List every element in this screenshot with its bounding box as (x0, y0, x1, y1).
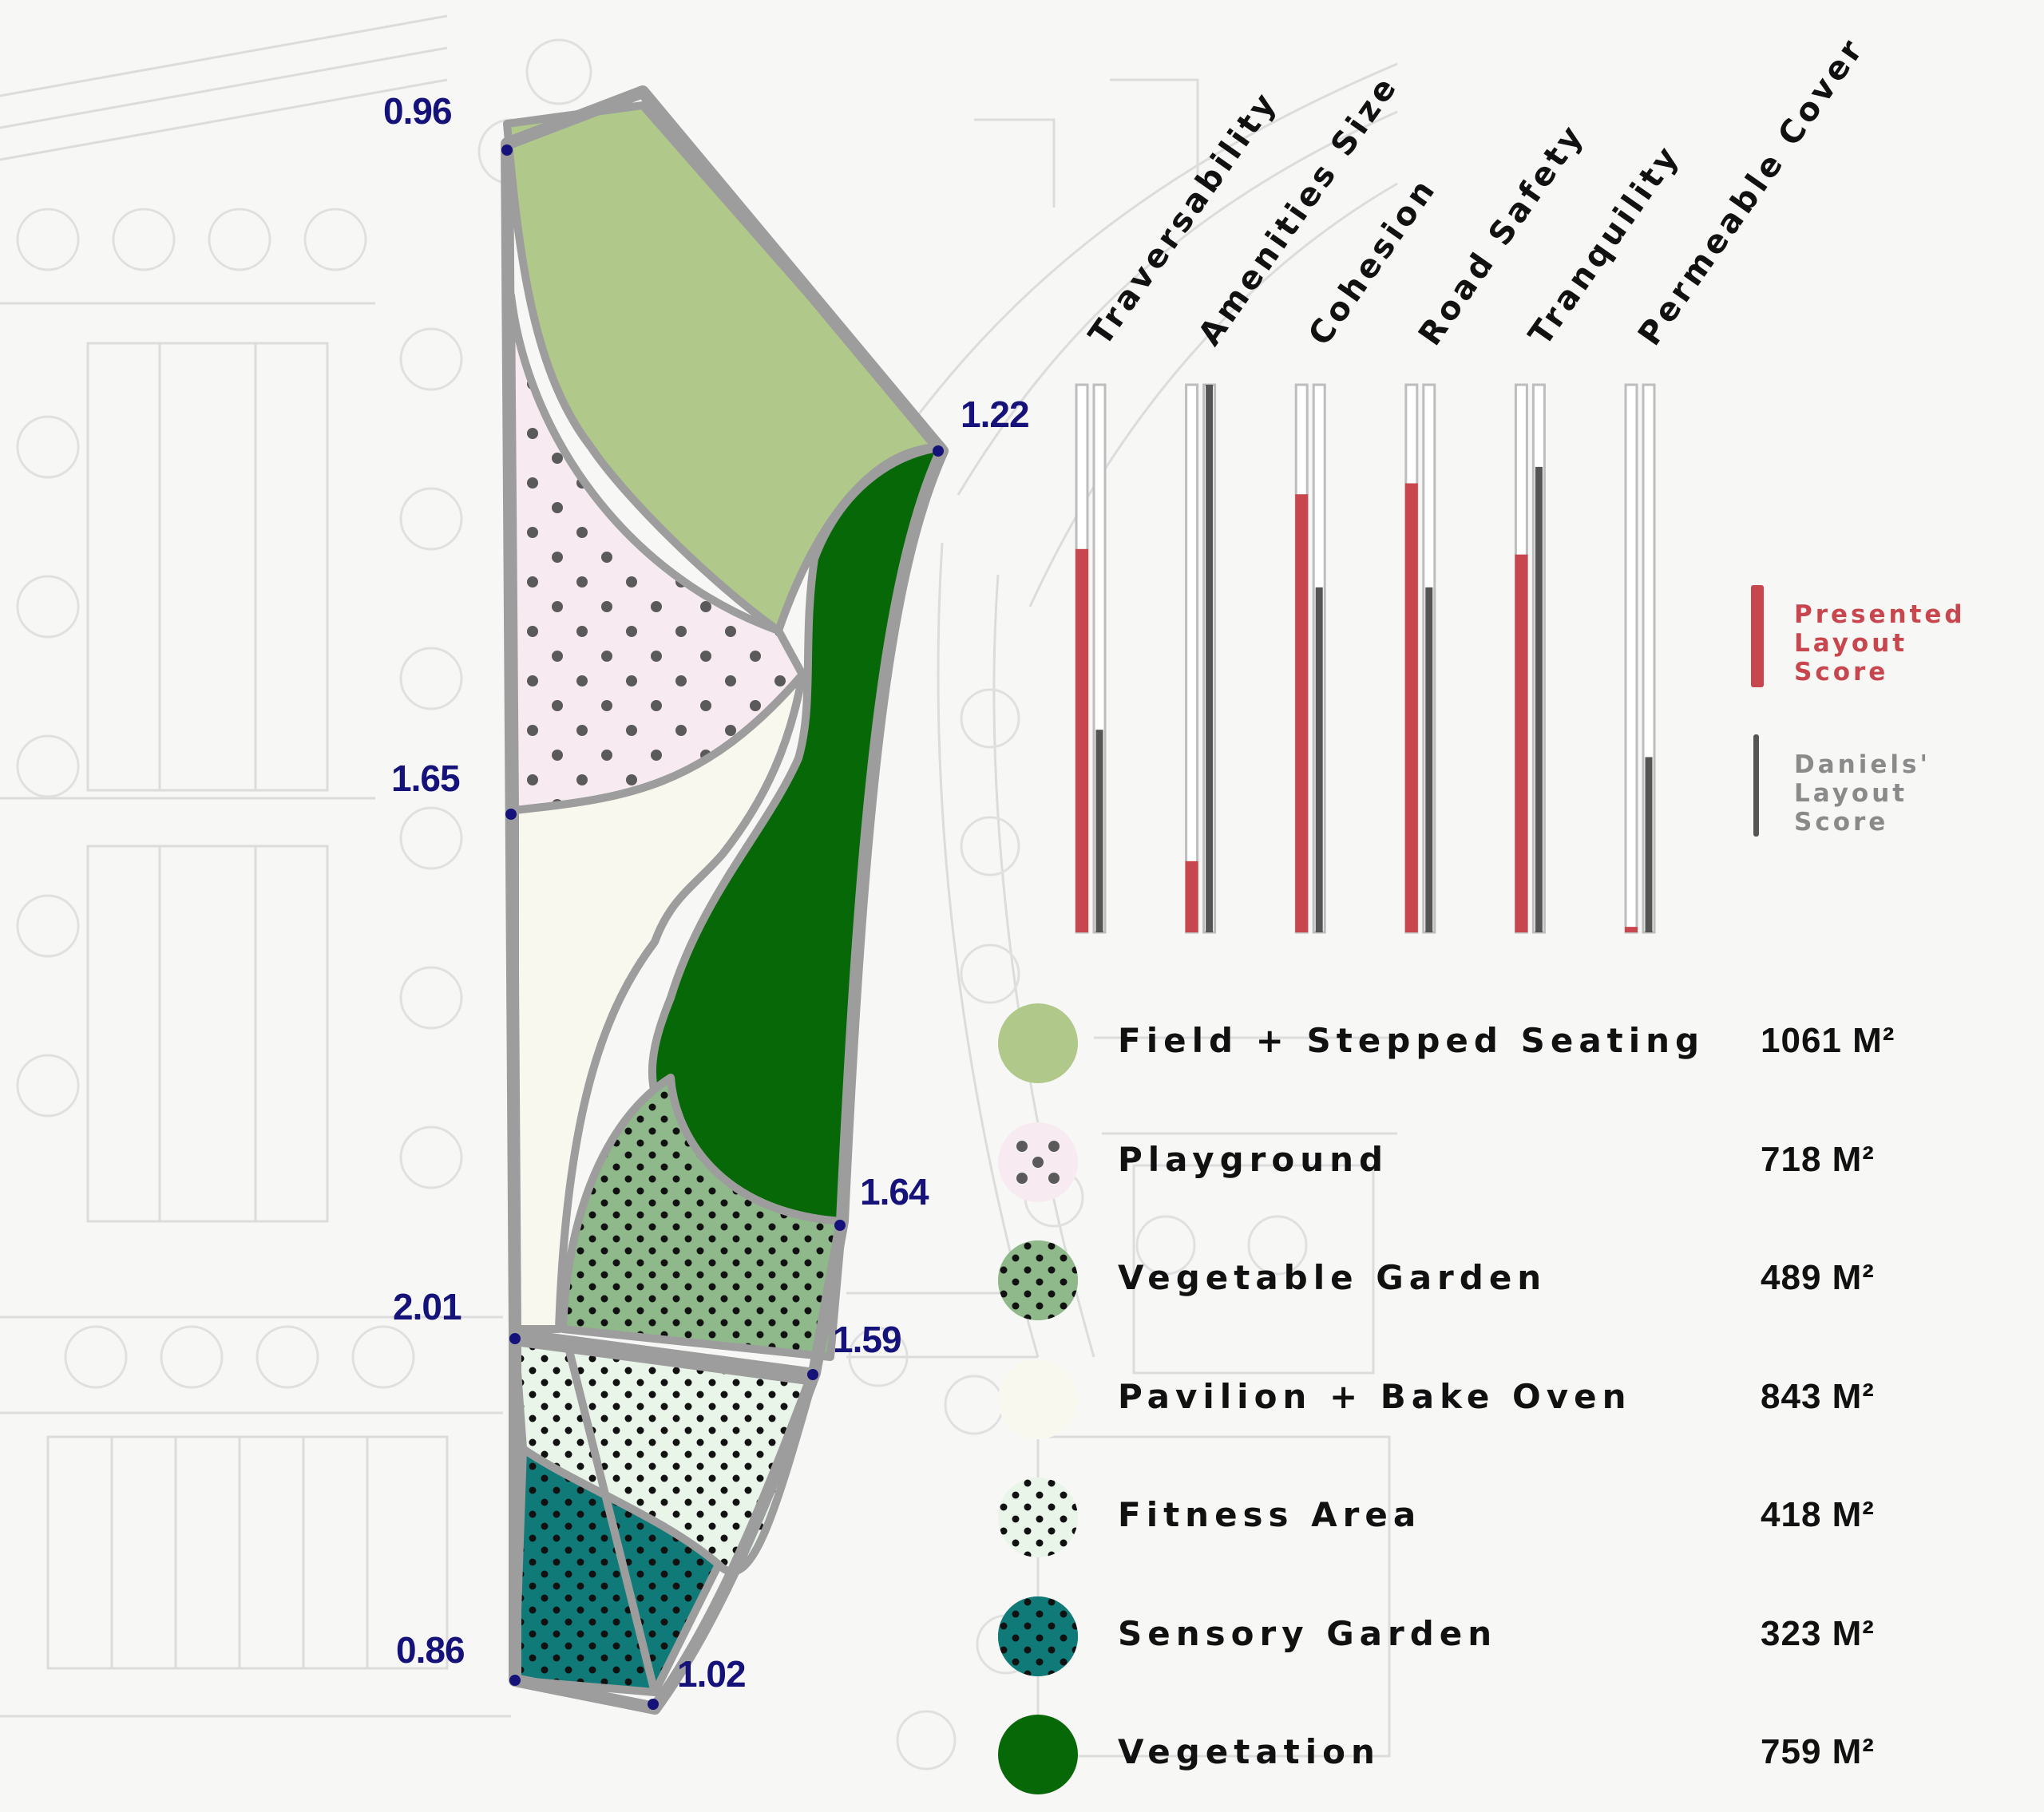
legend-item: Field + Stepped Seating 1061 M² (998, 1003, 1996, 1091)
node-label: 1.22 (961, 394, 1030, 435)
legend-item-name: Vegetation (1118, 1732, 1380, 1771)
legend-item: Pavilion + Bake Oven 843 M² (998, 1359, 1996, 1447)
zone-fitness-divider (563, 1339, 659, 1694)
bar-presented-score (1404, 483, 1418, 932)
legend-label-presented: Presented Layout Score (1794, 600, 1966, 686)
legend-item: Playground 718 M² (998, 1122, 1996, 1210)
context-trees (16, 38, 1308, 1770)
legend-item-name: Field + Stepped Seating (1118, 1021, 1705, 1060)
dots-pattern (998, 1596, 1078, 1676)
swatch-playground (998, 1122, 1078, 1202)
bar-presented-score (1625, 927, 1638, 932)
legend-label-daniels: Daniels' Layout Score (1794, 750, 1931, 837)
bar-presented-score (1295, 494, 1309, 932)
bar-presented-score (1185, 861, 1198, 932)
node-point-2 (933, 445, 944, 457)
legend-item-area: 489 M² (1761, 1258, 1875, 1297)
node-label: 1.02 (677, 1653, 747, 1695)
site-zones (501, 85, 949, 1715)
legend-item-name: Sensory Garden (1118, 1614, 1498, 1653)
legend-item: Fitness Area 418 M² (998, 1478, 1996, 1565)
dots-pattern (998, 1478, 1078, 1557)
bar-daniels-score (1535, 466, 1543, 932)
bar-daniels-score (1425, 587, 1433, 932)
zone-pavilion-bake-oven (511, 671, 806, 1333)
bar-presented-score (1515, 554, 1528, 932)
node-label: 2.01 (393, 1286, 462, 1327)
legend-item: Vegetable Garden 489 M² (998, 1240, 1996, 1328)
site-nodes (501, 144, 944, 1710)
swatch-field-stepped-seating (998, 1003, 1078, 1083)
node-point-8 (648, 1699, 659, 1710)
legend-item-name: Vegetable Garden (1118, 1258, 1547, 1297)
legend-item-name: Fitness Area (1118, 1495, 1422, 1534)
zone-vegetable-garden (559, 1074, 846, 1361)
swatch-fitness-area (998, 1478, 1078, 1557)
node-point-7 (509, 1675, 521, 1686)
site-boundary (501, 85, 949, 1715)
zone-sensory-garden (511, 1445, 723, 1696)
dots-pattern (1016, 1141, 1060, 1184)
bar-daniels-score (1095, 730, 1103, 932)
node-point-5 (509, 1333, 521, 1344)
swatch-pavilion-bake-oven (998, 1359, 1078, 1439)
node-label: 1.64 (860, 1171, 929, 1213)
legend-item-area: 843 M² (1761, 1377, 1875, 1416)
legend-item-name: Pavilion + Bake Oven (1118, 1377, 1632, 1416)
bar-presented-score (1075, 548, 1088, 932)
legend-item-area: 323 M² (1761, 1614, 1875, 1653)
node-point-6 (807, 1369, 818, 1380)
site-crossing-path (513, 1328, 816, 1386)
node-label: 0.96 (383, 90, 453, 132)
node-point-3 (505, 809, 517, 820)
legend-swatch-daniels (1753, 734, 1759, 837)
legend-item-area: 418 M² (1761, 1495, 1875, 1534)
bar-track (1624, 383, 1638, 934)
legend-item-area: 1061 M² (1761, 1021, 1895, 1060)
dots-pattern (998, 1240, 1078, 1320)
legend-item: Sensory Garden 323 M² (998, 1596, 1996, 1684)
legend-item-area: 759 M² (1761, 1732, 1875, 1771)
bar-daniels-score (1206, 385, 1214, 932)
node-label: 1.59 (833, 1319, 902, 1360)
node-label: 0.86 (396, 1629, 465, 1671)
legend-item: Vegetation 759 M² (998, 1715, 1996, 1802)
node-label: 1.65 (391, 758, 461, 799)
legend-item-name: Playground (1118, 1140, 1389, 1179)
node-point-4 (834, 1220, 846, 1231)
legend-swatch-presented (1751, 585, 1764, 687)
node-point-1 (501, 144, 513, 156)
swatch-vegetable-garden (998, 1240, 1078, 1320)
bar-track (1185, 383, 1199, 934)
swatch-sensory-garden (998, 1596, 1078, 1676)
swatch-vegetation (998, 1715, 1078, 1794)
bar-daniels-score (1315, 587, 1323, 932)
layout-score-chart (1075, 383, 1656, 934)
bar-daniels-score (1645, 757, 1653, 932)
legend-item-area: 718 M² (1761, 1140, 1875, 1179)
context-buildings (0, 14, 1398, 1758)
